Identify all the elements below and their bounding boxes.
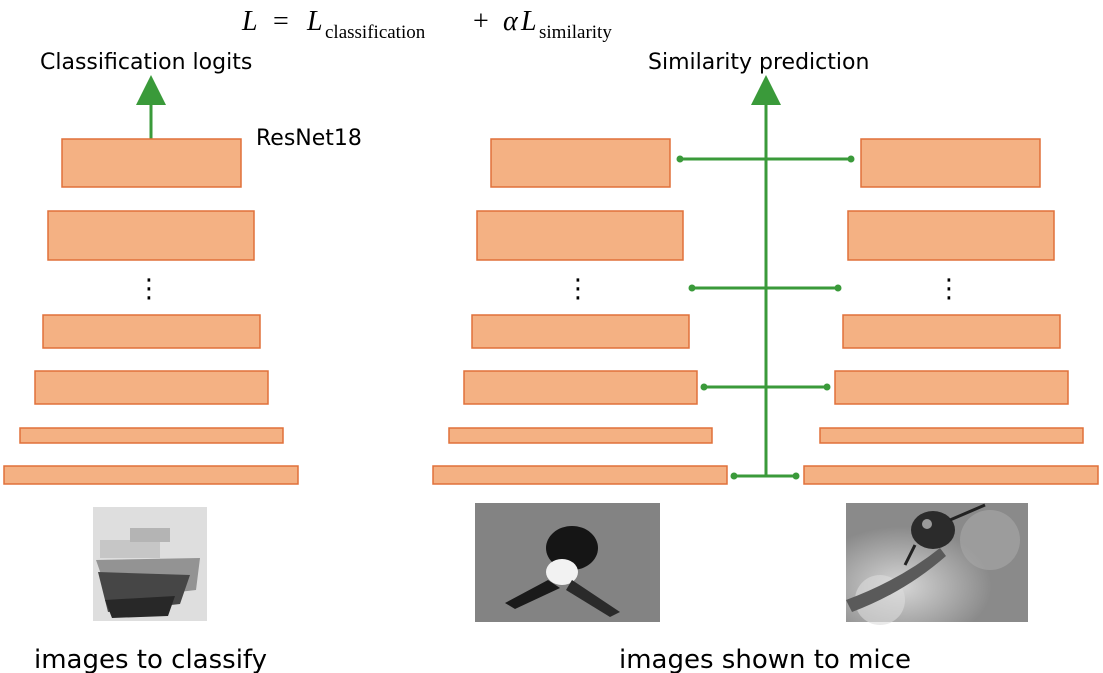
left-layer-block-2 (47, 210, 255, 261)
right-left-tower-block-2 (476, 210, 684, 261)
right-right-tower-block-1 (860, 138, 1041, 188)
left-network: Classification logits ResNet18 ⋮ images … (3, 50, 362, 673)
equation-term2-subscript: similarity (539, 22, 612, 43)
right-caption: images shown to mice (619, 645, 911, 673)
connector-dot (792, 472, 800, 480)
left-layer-block-5 (19, 427, 284, 444)
equation-equals: = (273, 6, 289, 37)
beetle-image (846, 503, 1028, 625)
right-right-tower-block-2 (847, 210, 1055, 261)
right-right-tower-block-6 (803, 465, 1099, 485)
boat-image (93, 507, 207, 621)
equation-plus: + (473, 6, 489, 37)
connector-dot (730, 472, 738, 480)
right-left-ellipsis: ⋮ (565, 274, 591, 304)
similarity-prediction-label: Similarity prediction (648, 50, 869, 75)
left-layer-block-6 (3, 465, 299, 485)
right-left-tower-block-5 (448, 427, 713, 444)
left-ellipsis: ⋮ (136, 274, 162, 304)
connector-dot (700, 383, 708, 391)
bird-image (475, 503, 660, 622)
connector-dot (823, 383, 831, 391)
right-right-ellipsis: ⋮ (936, 274, 962, 304)
right-left-tower-block-3 (471, 314, 690, 349)
right-right-tower-block-5 (819, 427, 1084, 444)
resnet18-label: ResNet18 (256, 126, 362, 151)
classification-logits-label: Classification logits (40, 50, 252, 75)
right-left-tower-block-4 (463, 370, 698, 405)
connector-dot (676, 155, 684, 163)
right-right-tower-block-4 (834, 370, 1069, 405)
equation-lhs: L (241, 6, 258, 37)
right-network: Similarity prediction ⋮ ⋮ (432, 50, 1099, 673)
connector-dot (834, 284, 842, 292)
right-right-tower-block-3 (842, 314, 1061, 349)
equation-term2-symbol: L (520, 6, 537, 37)
connector-dot (688, 284, 696, 292)
loss-equation: L = L classification + α L similarity (241, 6, 612, 43)
equation-alpha: α (503, 6, 519, 37)
connector-dot (847, 155, 855, 163)
similarity-connectors (676, 75, 855, 480)
left-caption: images to classify (34, 645, 267, 673)
right-left-tower-block-6 (432, 465, 728, 485)
equation-term1-subscript: classification (325, 22, 426, 43)
right-left-tower-block-1 (490, 138, 671, 188)
left-layer-block-4 (34, 370, 269, 405)
left-layer-block-3 (42, 314, 261, 349)
equation-term1-symbol: L (306, 6, 323, 37)
left-layer-block-1 (61, 138, 242, 188)
